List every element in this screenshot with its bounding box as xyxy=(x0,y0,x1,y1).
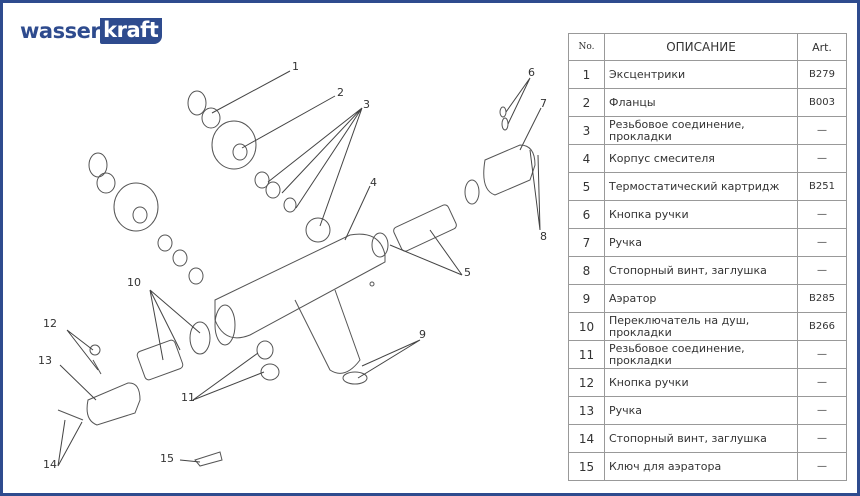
row-description: Стопорный винт, заглушка xyxy=(604,256,798,285)
row-article: B003 xyxy=(797,88,847,117)
row-number: 11 xyxy=(568,340,605,369)
eccentric-lower xyxy=(88,152,116,194)
row-number: 12 xyxy=(568,368,605,397)
row-number: 1 xyxy=(568,60,605,89)
row-description: Резьбовое соединение, прокладки xyxy=(604,116,798,145)
row-number: 13 xyxy=(568,396,605,425)
row-article: — xyxy=(797,368,847,397)
row-description: Фланцы xyxy=(604,88,798,117)
row-article: — xyxy=(797,424,847,453)
callout-12: 12 xyxy=(43,317,57,330)
row-article: B279 xyxy=(797,60,847,89)
callout-4: 4 xyxy=(370,176,377,189)
row-article: — xyxy=(797,340,847,369)
mixer-body xyxy=(214,233,386,374)
row-article: — xyxy=(797,396,847,425)
callout-1: 1 xyxy=(292,60,299,73)
thermostatic-cartridge xyxy=(371,179,480,258)
row-description: Кнопка ручки xyxy=(604,200,798,229)
row-number: 14 xyxy=(568,424,605,453)
row-article: — xyxy=(797,144,847,173)
row-description: Кнопка ручки xyxy=(604,368,798,397)
row-number: 9 xyxy=(568,284,605,313)
row-article: — xyxy=(797,452,847,481)
aerator-key xyxy=(194,451,223,467)
callout-numbers: 1 2 3 4 5 6 7 8 9 10 11 12 13 14 15 xyxy=(38,60,547,471)
row-number: 3 xyxy=(568,116,605,145)
callout-3: 3 xyxy=(363,98,370,111)
aerator-parts xyxy=(256,340,368,385)
callout-2: 2 xyxy=(337,86,344,99)
brand-logo: wasser kraft xyxy=(20,18,163,44)
callout-6: 6 xyxy=(528,66,535,79)
leader-lines xyxy=(57,70,542,467)
row-number: 5 xyxy=(568,172,605,201)
logo-text-kraft: kraft xyxy=(100,18,163,44)
table-header: No. ОПИСАНИЕ Art. xyxy=(568,33,847,61)
row-article: — xyxy=(797,256,847,285)
row-article: B251 xyxy=(797,172,847,201)
row-description: Аэратор xyxy=(604,284,798,313)
seals-upper xyxy=(254,171,331,243)
seals-lower xyxy=(157,234,204,285)
header-no: No. xyxy=(568,33,605,61)
row-article: B285 xyxy=(797,284,847,313)
row-description: Термостатический картридж xyxy=(604,172,798,201)
callout-13: 13 xyxy=(38,354,52,367)
callout-10: 10 xyxy=(127,276,141,289)
callout-9: 9 xyxy=(419,328,426,341)
row-description: Резьбовое соединение, прокладки xyxy=(604,340,798,369)
eccentric-upper xyxy=(187,90,221,129)
row-number: 8 xyxy=(568,256,605,285)
row-description: Эксцентрики xyxy=(604,60,798,89)
header-description: ОПИСАНИЕ xyxy=(604,33,798,61)
row-number: 7 xyxy=(568,228,605,257)
logo-text-wasser: wasser xyxy=(20,19,101,43)
handle-left xyxy=(57,344,141,426)
callout-8: 8 xyxy=(540,230,547,243)
diverter xyxy=(136,321,211,381)
row-description: Ручка xyxy=(604,228,798,257)
flange-upper xyxy=(211,120,257,170)
callout-11: 11 xyxy=(181,391,195,404)
row-description: Стопорный винт, заглушка xyxy=(604,424,798,453)
row-article: B266 xyxy=(797,312,847,341)
row-description: Ручка xyxy=(604,396,798,425)
callout-15: 15 xyxy=(160,452,174,465)
row-description: Корпус смесителя xyxy=(604,144,798,173)
row-description: Ключ для аэратора xyxy=(604,452,798,481)
row-description: Переключатель на душ, прокладки xyxy=(604,312,798,341)
row-article: — xyxy=(797,228,847,257)
row-number: 6 xyxy=(568,200,605,229)
callout-7: 7 xyxy=(540,97,547,110)
row-number: 2 xyxy=(568,88,605,117)
header-art: Art. xyxy=(797,33,847,61)
callout-5: 5 xyxy=(464,266,471,279)
callout-14: 14 xyxy=(43,458,57,471)
row-number: 10 xyxy=(568,312,605,341)
flange-lower xyxy=(113,182,159,232)
row-article: — xyxy=(797,116,847,145)
row-article: — xyxy=(797,200,847,229)
row-number: 4 xyxy=(568,144,605,173)
row-number: 15 xyxy=(568,452,605,481)
